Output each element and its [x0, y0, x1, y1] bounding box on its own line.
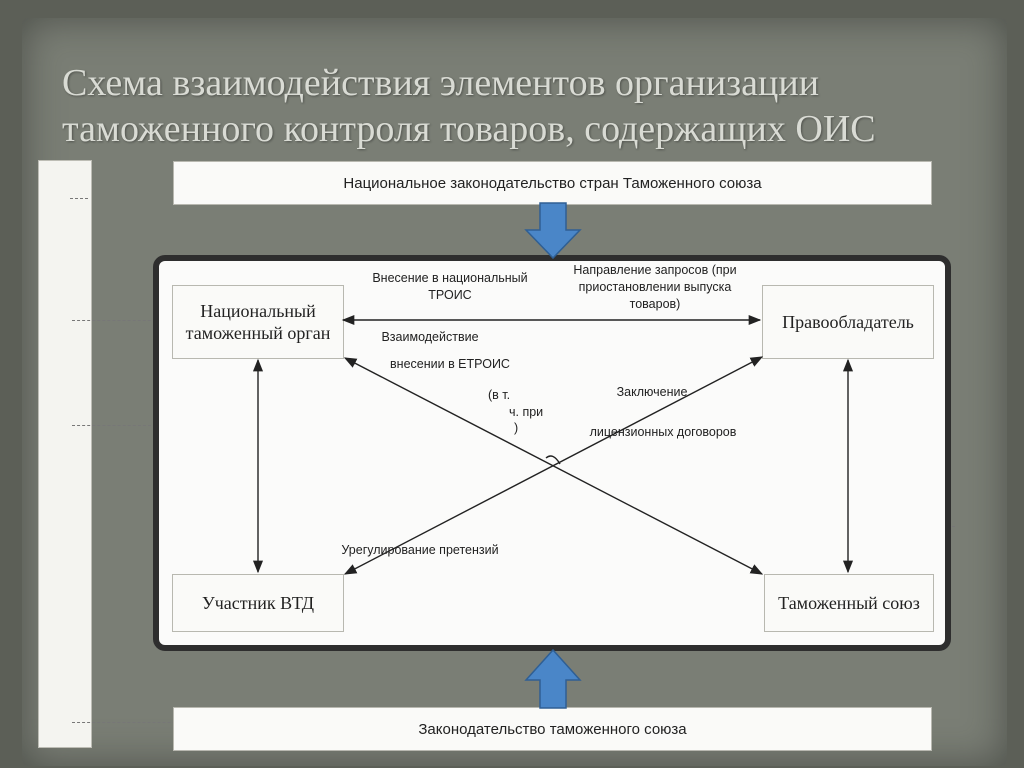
national-law-box: Национальное законодательство стран Тамо…: [173, 161, 932, 205]
partial-text-1: (в т.: [488, 388, 511, 402]
dashed-artifact: [72, 425, 232, 426]
participant-label: Участник ВТД: [201, 592, 315, 613]
left-side-panel: [38, 160, 92, 748]
right-holder-box: Правообладатель: [762, 285, 934, 359]
claims-label: Урегулирование претензий: [341, 543, 499, 557]
block-arrow-up: [524, 648, 582, 709]
dashed-artifact: [70, 198, 88, 199]
customs-union-label: Таможенный союз: [778, 592, 920, 613]
slide-title: Схема взаимодействия элементов организац…: [62, 62, 876, 150]
interaction-label: Взаимодействие: [381, 330, 479, 344]
national-law-label: Национальное законодательство стран Тамо…: [343, 174, 762, 192]
etroic-label: внесении в ЕТРОИС: [390, 357, 510, 371]
licensing-label-2: лицензионных договоров: [589, 425, 737, 439]
right-holder-label: Правообладатель: [782, 311, 914, 332]
partial-text-3: ): [514, 421, 519, 435]
customs-body-box: Национальный таможенный орган: [172, 285, 344, 359]
troic-label: Внесение в национальный ТРОИС: [372, 271, 528, 302]
rightholder-to-participant-arrow: [343, 356, 764, 575]
participant-box: Участник ВТД: [172, 574, 344, 632]
block-arrow-down: [524, 202, 582, 260]
partial-text-2: ч. при: [509, 405, 544, 419]
union-law-label: Законодательство таможенного союза: [418, 720, 687, 738]
customs-body-label: Национальный таможенный орган: [185, 301, 331, 343]
licensing-label-1: Заключение: [616, 385, 688, 399]
crossing-bump: [545, 455, 561, 465]
union-law-box: Законодательство таможенного союза: [173, 707, 932, 751]
customs-union-box: Таможенный союз: [764, 574, 934, 632]
requests-label: Направление запросов (при приостановлени…: [573, 263, 737, 311]
